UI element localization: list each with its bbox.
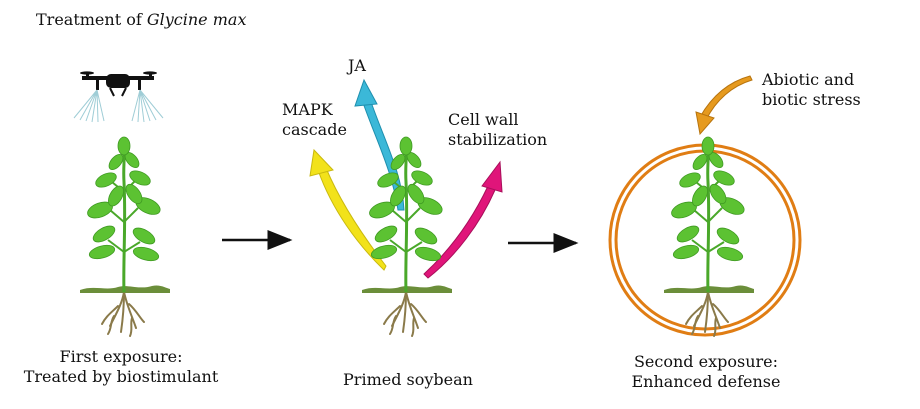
cell-wall-arrow: [423, 160, 503, 279]
mapk-label-line2: cascade: [282, 120, 347, 139]
cell-wall-label-line2: stabilization: [448, 130, 548, 149]
defense-ring: [608, 143, 802, 337]
drone-icon: [80, 71, 157, 97]
mapk-label: MAPK cascade: [282, 100, 347, 140]
mapk-label-line1: MAPK: [282, 100, 333, 119]
figure-title: Treatment of Glycine max: [36, 10, 246, 30]
mapk-arrow: [309, 148, 387, 271]
first-exposure-line2: Treated by biostimulant: [23, 367, 219, 386]
second-exposure-line1: Second exposure:: [633, 352, 779, 371]
title-species: Glycine max: [146, 10, 247, 29]
stress-label-line1: Abiotic and: [762, 70, 855, 89]
spray-icon: [73, 89, 164, 123]
stress-arrow: [695, 75, 753, 136]
cell-wall-label: Cell wall stabilization: [448, 110, 547, 150]
soybean-plant-icon: [662, 135, 756, 338]
stress-label-line2: biotic stress: [762, 90, 861, 109]
stress-label: Abiotic and biotic stress: [762, 70, 861, 110]
soybean-plant-icon: [78, 135, 172, 338]
soybean-plant-icon: [360, 135, 454, 338]
first-exposure-label: First exposure: Treated by biostimulant: [14, 347, 228, 387]
second-exposure-line2: Enhanced defense: [631, 372, 781, 391]
cell-wall-label-line1: Cell wall: [448, 110, 519, 129]
primed-soybean-label: Primed soybean: [343, 370, 473, 389]
second-exposure-label: Second exposure: Enhanced defense: [612, 352, 800, 392]
first-exposure-line1: First exposure:: [59, 347, 183, 366]
title-prefix: Treatment of: [36, 10, 147, 29]
ja-label: JA: [348, 56, 366, 75]
